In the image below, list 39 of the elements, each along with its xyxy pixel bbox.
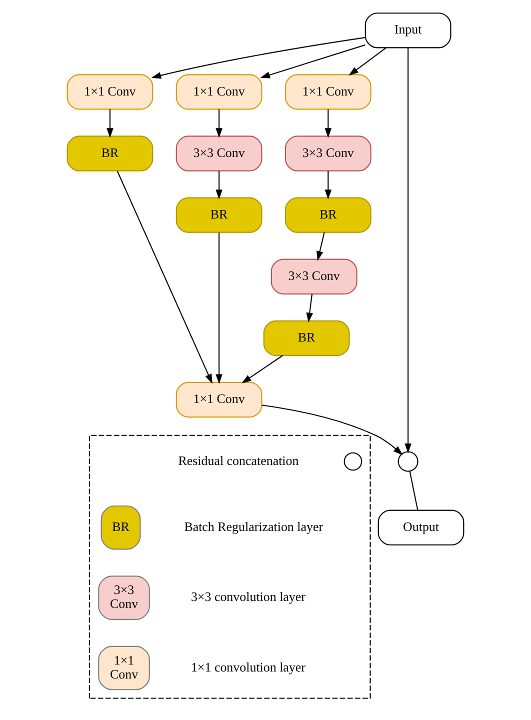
- node-box: 3×3 Conv: [176, 136, 262, 172]
- arrow: [106, 109, 114, 138]
- node-box: 1×1 Conv: [176, 382, 262, 418]
- node-box: 1×1 Conv: [284, 74, 372, 110]
- connector: [409, 471, 418, 510]
- node-box: 1×1 Conv: [176, 74, 262, 110]
- label: BR: [112, 518, 130, 534]
- arrow: [216, 109, 222, 138]
- node-box: 3×3 Conv: [270, 258, 358, 294]
- label: 3×3 Conv: [110, 582, 138, 612]
- node-box: BR: [263, 320, 350, 356]
- node-box: BR: [176, 197, 262, 233]
- node-box: Input: [364, 12, 452, 48]
- label: 1×1 Conv: [110, 652, 138, 682]
- arrow: [404, 48, 412, 454]
- arrow: [216, 170, 222, 200]
- arrow: [316, 232, 325, 261]
- legend-label: Batch Regularization layer: [184, 518, 324, 534]
- node-box: 3×3 Conv: [284, 136, 372, 172]
- arrow: [306, 294, 313, 323]
- node-box: BR: [284, 197, 372, 233]
- arrow: [242, 355, 283, 384]
- node-circle: [344, 452, 362, 471]
- arrow: [348, 47, 387, 76]
- arrow: [262, 404, 403, 456]
- legend-label: 1×1 convolution layer: [190, 659, 306, 674]
- arrow: [324, 109, 332, 138]
- node-box: BR: [66, 136, 154, 172]
- arrow: [151, 37, 366, 79]
- node-box: Output: [378, 510, 464, 546]
- legend-label: 3×3 convolution layer: [190, 589, 306, 604]
- cluster: [88, 434, 371, 699]
- arrow: [216, 232, 222, 384]
- arrow: [260, 44, 366, 78]
- node-circle: [398, 451, 418, 472]
- arrow: [116, 170, 212, 384]
- arrow: [324, 170, 332, 200]
- legend-label: Residual concatenation: [178, 452, 299, 468]
- node-box: 1×1 Conv: [66, 74, 154, 110]
